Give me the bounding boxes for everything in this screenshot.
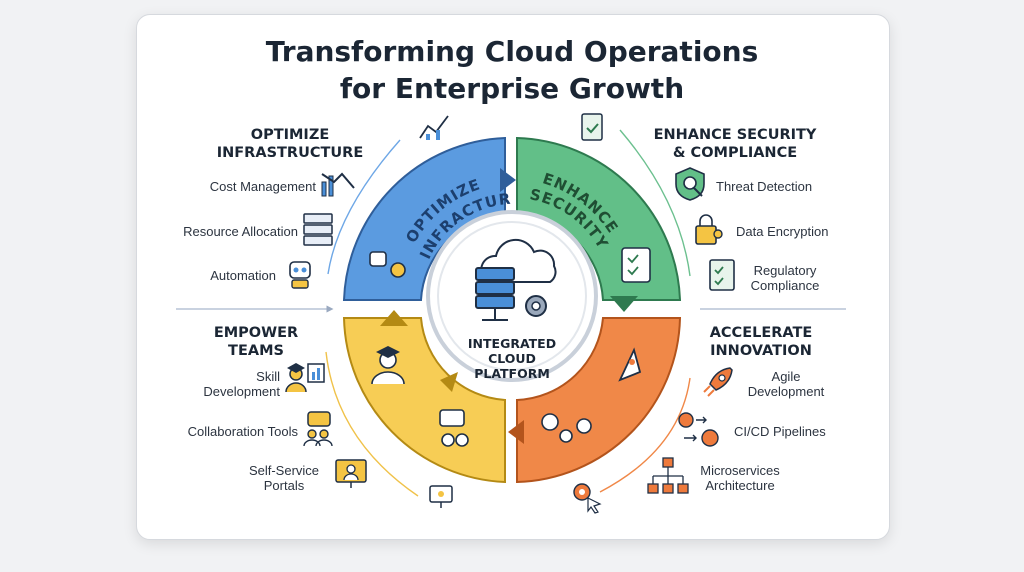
item-skill-development: Skill Development bbox=[180, 369, 280, 399]
heading-security: ENHANCE SECURITY & COMPLIANCE bbox=[650, 126, 820, 162]
item-agile-development: Agile Development bbox=[736, 369, 836, 399]
heading-security-line-2: & COMPLIANCE bbox=[672, 145, 798, 161]
item-portals: Portals bbox=[263, 478, 305, 493]
server-icon bbox=[303, 213, 333, 246]
lock-key-icon bbox=[695, 214, 723, 245]
chat-people-icon bbox=[303, 411, 333, 446]
rocket-icon bbox=[618, 347, 642, 382]
item-regulatory: Regulatory bbox=[753, 263, 817, 278]
hierarchy-icon bbox=[647, 457, 689, 494]
heading-teams: EMPOWER TEAMS bbox=[196, 324, 316, 360]
item-resource-allocation: Resource Allocation bbox=[183, 224, 298, 239]
item-cost-management: Cost Management bbox=[209, 179, 316, 194]
document-check-icon bbox=[581, 113, 603, 141]
item-agile: Agile bbox=[771, 369, 801, 384]
graduate-team-icon bbox=[371, 346, 405, 385]
hub-label: INTEGRATED CLOUD PLATFORM bbox=[432, 336, 592, 381]
heading-innovation-line-2: INNOVATION bbox=[710, 343, 812, 359]
title-line-2: for Enterprise Growth bbox=[339, 72, 685, 105]
item-regulatory-compliance: Regulatory Compliance bbox=[740, 263, 830, 293]
item-microservices-architecture: Microservices Architecture bbox=[690, 463, 790, 493]
heading-innovation-line-1: ACCELERATE bbox=[709, 325, 813, 341]
item-compliance: Compliance bbox=[750, 278, 820, 293]
connector-security bbox=[619, 129, 691, 277]
heading-optimize: OPTIMIZE INFRASTRUCTURE bbox=[200, 126, 380, 162]
heading-security-line-1: ENHANCE SECURITY bbox=[653, 127, 817, 143]
hub-label-line-1: INTEGRATED bbox=[467, 336, 557, 351]
connector-innovation bbox=[599, 377, 691, 493]
item-self-service: Self-Service bbox=[248, 463, 320, 478]
item-development: Development bbox=[203, 384, 280, 399]
heading-optimize-line-2: INFRASTRUCTURE bbox=[216, 145, 364, 161]
graduate-chart-icon bbox=[285, 363, 325, 393]
shield-search-icon bbox=[675, 167, 705, 201]
item-self-service-portals: Self-Service Portals bbox=[236, 463, 332, 493]
gears-icon bbox=[541, 413, 592, 443]
item-agile-dev: Development bbox=[747, 384, 825, 399]
cycle-arrow-right bbox=[610, 296, 638, 312]
item-collaboration-tools: Collaboration Tools bbox=[187, 424, 298, 439]
item-automation: Automation bbox=[210, 268, 276, 283]
robot-icon bbox=[289, 261, 311, 289]
cycle-arrow-left bbox=[380, 310, 408, 326]
pipeline-gears-icon bbox=[678, 412, 719, 447]
heading-innovation: ACCELERATE INNOVATION bbox=[696, 324, 826, 360]
gear-cursor-icon bbox=[573, 483, 602, 514]
item-microservices: Microservices bbox=[700, 463, 780, 478]
connector-optimize bbox=[327, 139, 401, 275]
connector-teams bbox=[325, 351, 419, 497]
title-line-1: Transforming Cloud Operations bbox=[265, 35, 759, 68]
chat-team-icon bbox=[439, 409, 469, 447]
cycle-arrow-inner bbox=[440, 372, 458, 392]
clipboard-check-icon bbox=[709, 259, 735, 291]
chart-trend-icon bbox=[321, 172, 355, 197]
robot-gear-icon bbox=[369, 251, 406, 278]
portal-screen-icon bbox=[429, 485, 453, 508]
heading-optimize-line-1: OPTIMIZE bbox=[250, 127, 330, 143]
item-skill: Skill bbox=[256, 369, 280, 384]
rocket-launch-icon bbox=[703, 367, 733, 397]
item-architecture: Architecture bbox=[705, 478, 775, 493]
checklist-icon bbox=[621, 247, 651, 283]
heading-teams-line-1: EMPOWER bbox=[213, 325, 299, 341]
item-data-encryption: Data Encryption bbox=[736, 224, 829, 239]
monitor-user-icon bbox=[335, 459, 367, 488]
stats-icon bbox=[419, 115, 449, 140]
cycle-arrow-top bbox=[500, 168, 516, 192]
quadrant-innovation[interactable] bbox=[516, 317, 682, 484]
heading-teams-line-2: TEAMS bbox=[228, 343, 284, 359]
hub-label-line-3: PLATFORM bbox=[474, 366, 550, 381]
cloud-server-icon bbox=[475, 238, 557, 321]
item-threat-detection: Threat Detection bbox=[716, 179, 813, 194]
hub-label-line-2: CLOUD bbox=[488, 351, 536, 366]
cycle-arrow-bottom bbox=[508, 420, 524, 444]
item-cicd-pipelines: CI/CD Pipelines bbox=[734, 424, 826, 439]
